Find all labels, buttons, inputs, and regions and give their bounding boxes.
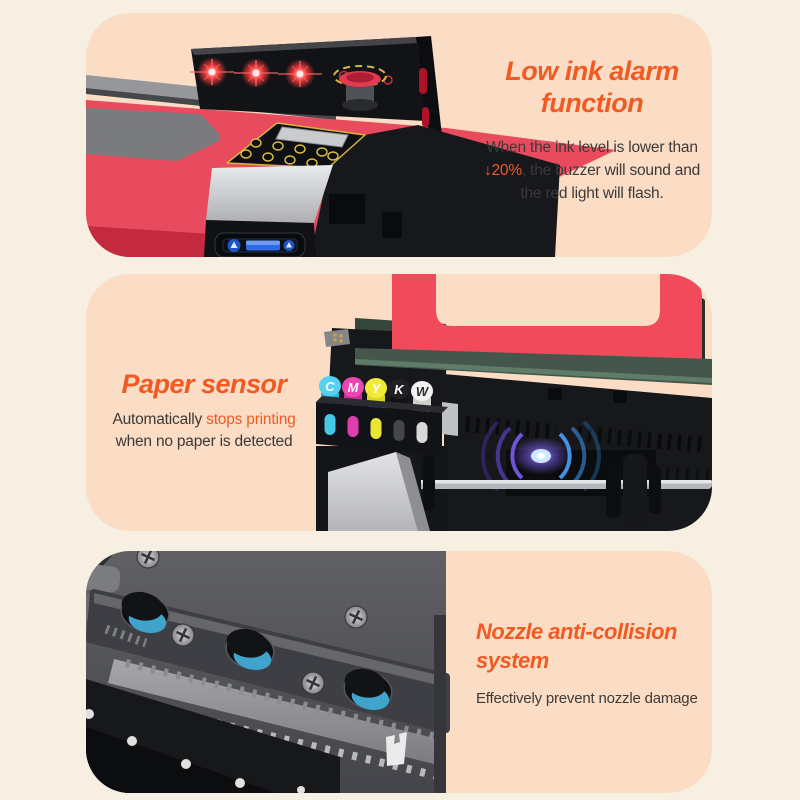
- ink-cap-magenta: [342, 377, 364, 397]
- ink-label-m: M: [348, 380, 360, 395]
- console-side: [206, 165, 333, 223]
- front-display: [214, 232, 306, 257]
- control-console: [204, 122, 560, 257]
- red-led-flash-lights: [190, 57, 322, 89]
- ink-level-windows: [324, 414, 428, 443]
- emergency-stop-button: [333, 65, 387, 111]
- ink-label-y: Y: [372, 381, 382, 396]
- paper-sensor-glow: [480, 420, 602, 492]
- roller-hub-right: [606, 454, 661, 522]
- bed-inset-panel: [86, 108, 220, 161]
- screw: [135, 551, 161, 570]
- white-notch-piece: [386, 732, 407, 766]
- ink-level-highlight: ↓20%: [483, 162, 522, 179]
- serrated-strip: [108, 659, 446, 767]
- paper-sensor-text-block: Paper sensor Automatically stops printin…: [100, 368, 308, 453]
- flatbed-printer: [86, 36, 616, 257]
- screw: [300, 670, 326, 696]
- saw-teeth: [125, 659, 437, 741]
- bracket-tab: [86, 563, 121, 593]
- panel-buttons: [240, 138, 339, 168]
- printer-photo-paper-sensor: C M Y K W: [316, 274, 712, 531]
- printer-photo-low-ink: [86, 36, 616, 257]
- ink-cap-yellow: [365, 378, 387, 398]
- ink-label-k: K: [394, 382, 405, 397]
- metal-carriage-closeup: [86, 551, 450, 793]
- vent-slots: [577, 426, 707, 453]
- nozzle-plate-photo: [86, 551, 450, 793]
- ink-label-c: C: [325, 379, 335, 394]
- dtf-printer-rear: C M Y K W: [316, 274, 712, 531]
- screw-holes: [86, 709, 305, 793]
- ink-cap-black: [388, 379, 410, 399]
- ink-tank-station: C M Y K W: [316, 376, 458, 455]
- ink-cap-white: [411, 381, 433, 401]
- rail-hole: [120, 591, 170, 634]
- rail-hole: [343, 668, 393, 711]
- nozzle-body: Effectively prevent nozzle damage: [476, 690, 698, 707]
- ink-label-w: W: [416, 384, 430, 399]
- led-light: [278, 59, 322, 89]
- led-light: [190, 57, 234, 87]
- low-ink-body: When the ink level is lower than↓20%, th…: [483, 139, 701, 202]
- screw: [170, 622, 196, 648]
- alarm-light-beam: [190, 36, 443, 145]
- lcd-screen: [275, 126, 349, 148]
- ink-cap-cyan: [319, 376, 341, 396]
- paper-sensor-heading: Paper sensor: [121, 369, 287, 399]
- rail-hole: [225, 628, 275, 671]
- printer-foot: [328, 452, 418, 531]
- stops-printing-highlight: stops printing: [206, 411, 296, 428]
- saw-teeth: [215, 719, 443, 781]
- feature-card-paper-sensor: C M Y K W: [86, 274, 712, 531]
- red-stand-arch: [392, 274, 702, 366]
- screw: [343, 604, 369, 630]
- led-light: [234, 58, 278, 88]
- contact-pins: [333, 333, 343, 343]
